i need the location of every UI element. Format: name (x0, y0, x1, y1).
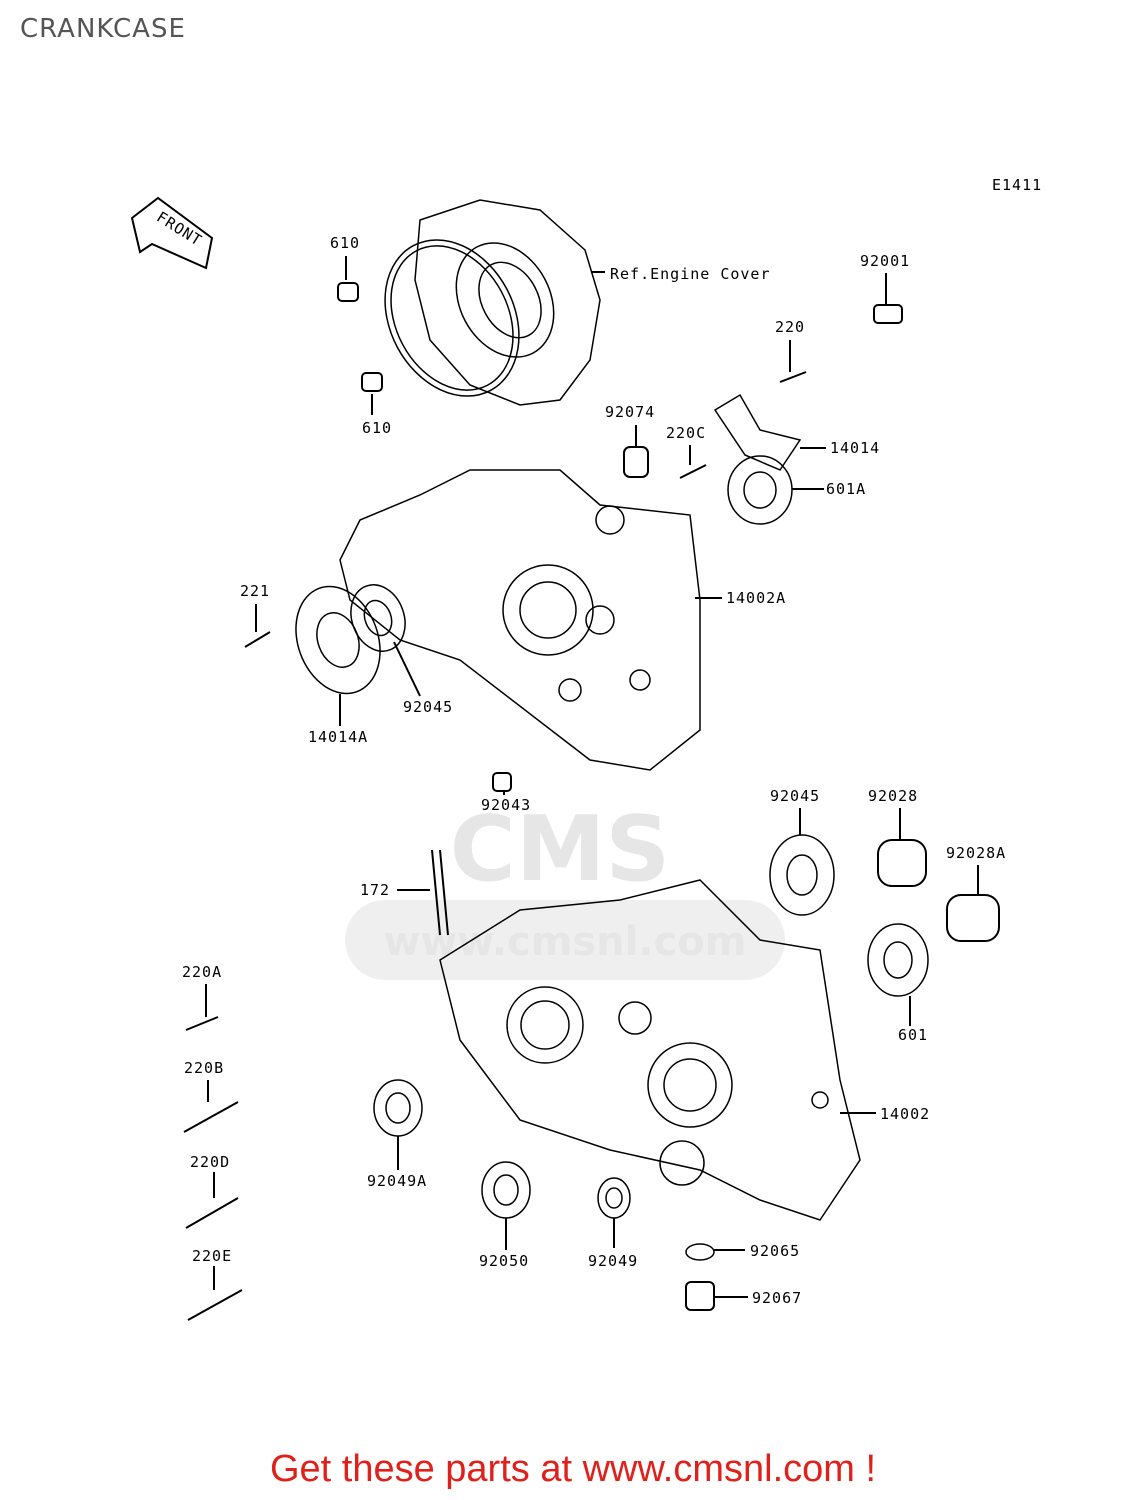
cover-plate (713, 393, 802, 471)
part-label[interactable]: 92028 (868, 787, 918, 805)
drain-plug (685, 1281, 715, 1311)
bearing (867, 923, 929, 997)
fitting (873, 304, 903, 324)
part-label[interactable]: 610 (330, 234, 360, 252)
part-label[interactable]: 14014 (830, 439, 880, 457)
front-arrow-icon: FRONT (130, 196, 214, 270)
crankcase-diagram: CMS www.cmsnl.com FRONT E1411 Ref.Engine… (130, 176, 1042, 1321)
watermark-url: www.cmsnl.com (384, 919, 747, 965)
part-label[interactable]: 220 (775, 318, 805, 336)
get-parts-link[interactable]: Get these parts at www.cmsnl.com ! (269, 1448, 877, 1490)
part-label[interactable]: 92065 (750, 1242, 800, 1260)
part-label[interactable]: 14014A (308, 728, 368, 746)
part-label[interactable]: 92049A (367, 1172, 427, 1190)
ref-engine-cover-label: Ref.Engine Cover (610, 265, 771, 283)
bearing-cover-plate (295, 585, 381, 695)
part-label[interactable]: 92001 (860, 252, 910, 270)
washer (685, 1243, 715, 1261)
part-label[interactable]: 601 (898, 1026, 928, 1044)
bolt (679, 464, 707, 479)
bearing (350, 584, 406, 652)
dowel-pin (492, 772, 512, 792)
watermark: CMS www.cmsnl.com (345, 797, 785, 980)
bearing (727, 455, 793, 525)
part-label[interactable]: 14002A (726, 589, 786, 607)
part-label[interactable]: 220D (190, 1153, 230, 1171)
bolt (185, 1197, 239, 1229)
bolt (187, 1289, 243, 1321)
part-label[interactable]: 610 (362, 419, 392, 437)
crankcase-right-half (339, 469, 701, 771)
oil-seal (481, 1161, 531, 1219)
bolt (779, 371, 807, 383)
part-label[interactable]: 221 (240, 582, 270, 600)
bolt (183, 1101, 239, 1133)
part-label[interactable]: 220A (182, 963, 222, 981)
oil-seal (373, 1079, 423, 1137)
dowel-pin (361, 372, 383, 392)
watermark-logo: CMS (450, 797, 670, 902)
part-label[interactable]: 14002 (880, 1105, 930, 1123)
part-label[interactable]: 220E (192, 1247, 232, 1265)
part-label[interactable]: 92074 (605, 403, 655, 421)
collar (946, 894, 1000, 942)
stud (431, 849, 441, 936)
crankcase-left-half (439, 879, 861, 1221)
part-label[interactable]: 92045 (403, 698, 453, 716)
part-label[interactable]: 92045 (770, 787, 820, 805)
engine-cover-part (384, 199, 601, 406)
oil-seal (597, 1177, 631, 1219)
part-label[interactable]: 220C (666, 424, 706, 442)
part-label[interactable]: 92043 (481, 796, 531, 814)
dowel-pin (337, 282, 359, 302)
bolt (185, 1016, 219, 1031)
part-label[interactable]: 92028A (946, 844, 1006, 862)
part-label[interactable]: 601A (826, 480, 866, 498)
part-label[interactable]: 172 (360, 881, 390, 899)
collar (877, 839, 927, 887)
part-label[interactable]: 92050 (479, 1252, 529, 1270)
bolt (244, 631, 271, 648)
bearing (769, 834, 835, 916)
part-label[interactable]: 92049 (588, 1252, 638, 1270)
page-title: CRANKCASE (20, 14, 186, 44)
diagram-code: E1411 (992, 176, 1042, 194)
part-label[interactable]: 92067 (752, 1289, 802, 1307)
cap (623, 446, 649, 478)
part-label[interactable]: 220B (184, 1059, 224, 1077)
